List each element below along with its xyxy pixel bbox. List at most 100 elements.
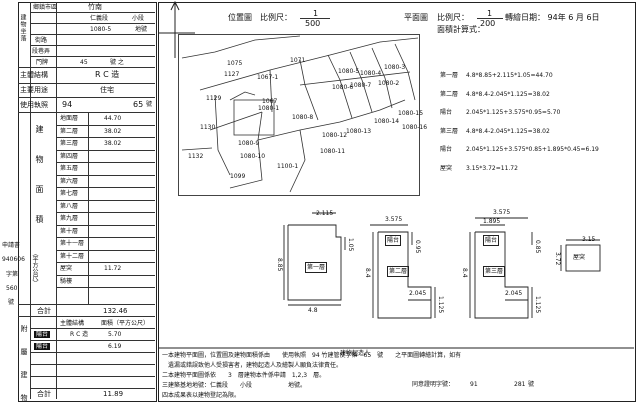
- floor-area: 38.02: [104, 127, 122, 135]
- map-parcel-label: 1080-3: [384, 64, 406, 71]
- annex-structure-header: 主體結構: [60, 320, 85, 327]
- floor-label: 騎樓: [60, 277, 73, 285]
- map-parcel-label: 1075: [227, 60, 243, 67]
- p1-right-dim: 1.05: [347, 238, 354, 252]
- map-parcel-label: 1080-9: [238, 140, 260, 147]
- map-parcel-label: 1132: [188, 153, 204, 160]
- map-parcel-label: 1080-16: [402, 124, 428, 131]
- formula-expression: 2.045*1.125+3.575*0.85+1.895*0.45=6.19: [466, 146, 599, 153]
- p2-top-dim: 3.575: [385, 216, 403, 223]
- p1-label: 第一層: [305, 262, 328, 273]
- map-parcel-label: 1080-11: [320, 148, 346, 155]
- map-parcel-label: 1080-1: [258, 105, 280, 112]
- map-parcel-label: 1080-12: [322, 132, 348, 139]
- map-parcel-label: 1080-4: [360, 70, 382, 77]
- map-parcel-label: 1080-15: [398, 110, 424, 117]
- location-map: [178, 34, 420, 196]
- plan-scale-label: 比例尺：: [437, 13, 469, 22]
- formula-label: 第三層: [440, 127, 459, 135]
- floor-area: 38.02: [104, 140, 122, 147]
- p3-balcony: 陽台: [483, 235, 500, 246]
- map-parcel-label: 1080-5: [338, 68, 360, 75]
- number-header: 號: [8, 299, 15, 306]
- main-use-value: 住宅: [100, 86, 114, 94]
- annex-total-header: 合計: [37, 390, 51, 398]
- lane-header: 段巷弄: [32, 48, 51, 55]
- drawings-svg: [158, 0, 634, 349]
- floor-label: 第七層: [60, 190, 79, 197]
- permit-label: 同意證明字號：: [412, 381, 455, 388]
- map-parcel-label: 1080-7: [350, 82, 372, 89]
- map-parcel-label: 1130: [200, 124, 216, 131]
- map-parcel-label: 1129: [206, 95, 222, 102]
- plan-scale-num: 1: [487, 9, 493, 18]
- p2-bottom-right-dim: 1.125: [437, 296, 444, 314]
- formula-label: 屋突: [440, 164, 453, 172]
- p1-left-dim: 8.85: [276, 258, 283, 272]
- section-header: 建物坐落: [19, 14, 26, 42]
- note-line: 三建築基地地號：仁義段 小段 地號。: [162, 382, 307, 389]
- map-parcel-label: 1127: [224, 71, 240, 78]
- note-line: 四本成果表以建物登記為限。: [162, 392, 241, 399]
- note-line: 二本建物平面圖係依 3 層建物本件係申請 1,2,3 層。: [162, 372, 326, 379]
- license-header: 使用執照: [20, 101, 48, 109]
- map-parcel-label: 1099: [230, 173, 246, 180]
- total-header: 合計: [37, 307, 51, 315]
- permit-suffix: 號: [528, 381, 535, 388]
- license-value: 94: [62, 100, 73, 109]
- p4-label: 屋突: [573, 254, 586, 261]
- application-value: 940606: [2, 256, 25, 263]
- floor-label: 地面層: [60, 115, 79, 122]
- floor-area: 44.70: [104, 115, 122, 122]
- note-line: 遺漏或錯誤致他人受損害者，建物起造人及繪製人願負法律責任。: [162, 362, 343, 369]
- door-value: 45: [80, 59, 88, 66]
- door-suffix: 號 之: [110, 59, 124, 66]
- map-parcel-label: 1080-2: [378, 80, 400, 87]
- map-parcel-label: 1071: [290, 57, 306, 64]
- p2-bottom-dim: 2.045: [409, 290, 427, 297]
- unit-note: （平方公尺）: [31, 250, 38, 286]
- map-parcel-label: 1080-10: [240, 153, 266, 160]
- parcel-lines: [181, 35, 419, 193]
- p4-top-dim: 3.15: [582, 236, 596, 243]
- application-header: 申請書: [2, 242, 21, 249]
- map-parcel-label: 1067: [262, 98, 278, 105]
- floor-label: 第十二層: [60, 252, 85, 260]
- p2-label: 第二層: [387, 266, 410, 277]
- area-calc-label: 面積計算式：: [437, 25, 485, 34]
- p1-top-dim: 2.115: [316, 210, 334, 217]
- p2-balcony: 陽台: [385, 235, 402, 246]
- p1-bottom-dim: 4.8: [308, 307, 318, 314]
- drafter-label: 建物起造人: [340, 350, 371, 357]
- map-parcel-label: 1080-6: [332, 84, 354, 91]
- floor-label: 第二層: [60, 127, 79, 135]
- floor-plans: [283, 212, 601, 319]
- annex-area-header: 面積（平方公尺）: [101, 320, 150, 327]
- formula-label: 第二層: [440, 90, 459, 98]
- formula-label: 第一層: [440, 72, 459, 79]
- note-line: 一本建物平面圖，位置圖及建物面積係由 使用執照 94 竹建管使字第 65 號 之…: [162, 352, 462, 359]
- character-value: 560: [6, 285, 18, 292]
- formula-expression: 2.045*1.125+3.575*0.95=5.70: [466, 109, 561, 116]
- floor-label: 第四層: [60, 152, 79, 160]
- map-parcel-label: 1080-13: [346, 128, 372, 135]
- p4-left-dim: 3.72: [554, 252, 561, 266]
- map-parcel-label: 1067-1: [257, 74, 279, 81]
- lot-label: 地號: [135, 26, 148, 33]
- township-value: 竹南: [88, 3, 102, 11]
- character-header: 字第: [6, 271, 19, 278]
- formula-expression: 4.8*8.85+2.115*1.05=44.70: [466, 72, 553, 79]
- permit-no: 281: [514, 381, 526, 388]
- p3-right-dim: 0.85: [534, 240, 541, 254]
- license-no: 65: [133, 100, 144, 109]
- lot-value: 1080-5: [90, 26, 112, 33]
- floor-label: 第十一層: [60, 240, 85, 247]
- p2-left-dim: 8.4: [364, 268, 371, 278]
- floor-label: 第九層: [60, 215, 79, 222]
- license-suffix: 號: [146, 101, 153, 108]
- p3-label: 第三層: [483, 266, 506, 277]
- floor-label: 第三層: [60, 140, 79, 147]
- section-value: 仁義段: [90, 15, 109, 22]
- floor-label: 屋突: [60, 265, 73, 272]
- formula-expression: 3.15*3.72=11.72: [466, 164, 518, 172]
